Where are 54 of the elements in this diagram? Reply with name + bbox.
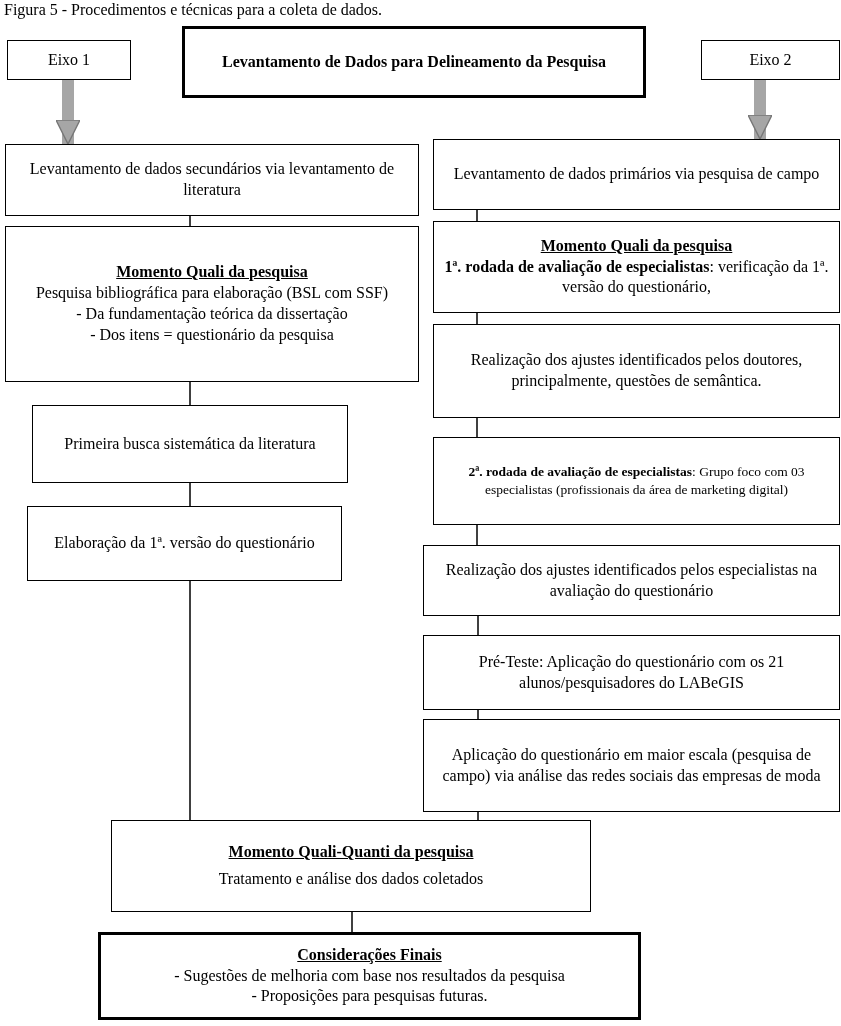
process-box xyxy=(27,506,342,581)
box-heading: Momento Quali da pesquisa xyxy=(116,262,308,283)
connector-line xyxy=(477,615,479,636)
box-text: - Dos itens = questionário da pesquisa xyxy=(90,324,334,346)
process-box xyxy=(111,820,591,912)
connector-line xyxy=(477,709,479,720)
box-text: Eixo 2 xyxy=(749,49,792,70)
box-text: Eixo 1 xyxy=(47,49,91,70)
box-text: Pré-Teste: Aplicação do questionário com os 21 alunos/pesquisadores do LABeGIS xyxy=(477,651,786,694)
header-box xyxy=(182,26,646,98)
connector-line xyxy=(189,580,191,821)
process-box xyxy=(5,226,419,382)
process-box xyxy=(32,405,348,483)
box-text: - Da fundamentação teórica da dissertação xyxy=(76,304,348,325)
final-box xyxy=(98,932,641,1020)
box-text: 2ª. rodada de avaliação de especialistas: Grupo foco com 03 especialistas (profissionais da área de marketing digital) xyxy=(467,463,806,499)
process-box xyxy=(433,139,840,210)
box-heading: Momento Quali da pesquisa xyxy=(540,235,733,257)
box-text: Levantamento de dados primários via pesquisa de campo xyxy=(453,164,820,185)
arrow xyxy=(747,80,773,140)
connector-line xyxy=(189,482,191,507)
process-box xyxy=(423,719,840,812)
box-text: 1ª. rodada de avaliação de especialistas: verificação da 1ª. versão do questionário, xyxy=(443,256,830,298)
box-heading: Considerações Finais xyxy=(297,944,442,966)
box-text: Realização dos ajustes identificados pelos especialistas na avaliação do questionário xyxy=(444,559,819,602)
box-text: Pesquisa bibliográfica para elaboração (BSL com SSF) xyxy=(35,283,389,304)
box-text: Levantamento de Dados para Delineamento da Pesquisa xyxy=(222,51,606,73)
process-box xyxy=(423,635,840,710)
label-box xyxy=(701,40,840,80)
connector-line xyxy=(476,417,478,438)
process-box xyxy=(433,221,840,313)
label-box xyxy=(7,40,131,80)
process-box xyxy=(433,437,840,525)
process-box xyxy=(433,324,840,418)
process-box xyxy=(5,144,419,216)
box-text: Tratamento e análise dos dados coletados xyxy=(218,869,484,889)
box-heading: Momento Quali-Quanti da pesquisa xyxy=(228,842,474,863)
connector-line xyxy=(477,811,479,821)
box-text: Elaboração da 1ª. versão do questionário xyxy=(54,533,315,554)
figure-title: Figura 5 - Procedimentos e técnicas para a coleta de dados. xyxy=(4,1,383,19)
process-box xyxy=(423,545,840,616)
connector-line xyxy=(189,381,191,406)
connector-line xyxy=(351,911,353,933)
box-text: Aplicação do questionário em maior escala (pesquisa de campo) via análise das redes sociais das empresas de moda xyxy=(441,744,822,787)
box-text: - Proposições para pesquisas futuras. xyxy=(251,986,488,1007)
box-text: Primeira busca sistemática da literatura xyxy=(64,433,316,454)
connector-line xyxy=(189,215,191,227)
arrow xyxy=(55,80,81,145)
box-text: Levantamento de dados secundários via levantamento de literatura xyxy=(28,159,396,200)
connector-line xyxy=(476,524,478,546)
box-text: Realização dos ajustes identificados pelos doutores, principalmente, questões de semântica. xyxy=(469,350,804,392)
connector-line xyxy=(476,312,478,325)
box-text: - Sugestões de melhoria com base nos resultados da pesquisa xyxy=(174,965,565,987)
connector-line xyxy=(476,209,478,222)
